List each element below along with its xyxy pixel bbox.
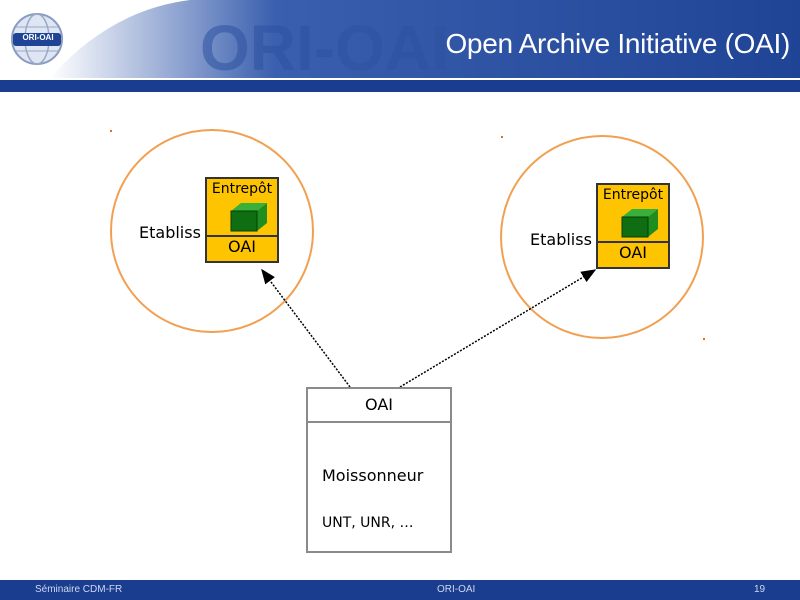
harvester-oai-label: OAI (365, 395, 393, 414)
harvester-divider (308, 421, 450, 423)
cube-icon (620, 207, 660, 239)
left-institution-label: Etabliss (139, 223, 201, 242)
slide-header: ORI-OAI ORI-OAI Open Archive Initiative … (0, 0, 800, 92)
harvester-box: OAI Moissonneur UNT, UNR, … (306, 387, 452, 553)
arrow-to-left-repository (261, 268, 351, 388)
cube-icon (229, 201, 269, 233)
decorative-dot (501, 136, 503, 138)
left-repository-box: Entrepôt OAI (205, 177, 279, 263)
footer-left-text: Séminaire CDM-FR (35, 584, 123, 595)
slide-title: Open Archive Initiative (OAI) (445, 28, 790, 59)
right-repository-box: Entrepôt OAI (596, 183, 670, 269)
right-repository-oai-label: OAI (619, 243, 647, 262)
left-institution-circle (110, 129, 314, 333)
footer-center-text: ORI-OAI (437, 584, 476, 595)
diagram-canvas (110, 129, 704, 388)
logo-text: ORI-OAI (22, 33, 54, 42)
right-repository-label: Entrepôt (602, 187, 664, 203)
slide-footer: Séminaire CDM-FR ORI-OAI 19 (0, 580, 800, 600)
repository-divider (207, 235, 277, 237)
harvester-members: UNT, UNR, … (322, 515, 414, 531)
repository-divider (598, 241, 668, 243)
svg-text:ORI-OAI: ORI-OAI (200, 12, 449, 84)
right-institution-label: Etabliss (530, 230, 592, 249)
left-repository-label: Entrepôt (211, 181, 273, 197)
decorative-dot (110, 130, 112, 132)
left-repository-oai-label: OAI (228, 237, 256, 256)
harvester-name: Moissonneur (322, 466, 424, 485)
ori-oai-logo: ORI-OAI (10, 12, 64, 66)
right-institution-circle (500, 135, 704, 339)
arrow-to-right-repository (399, 269, 597, 388)
decorative-dot (703, 338, 705, 340)
page-number: 19 (754, 584, 766, 595)
header-background: ORI-OAI (0, 0, 800, 92)
